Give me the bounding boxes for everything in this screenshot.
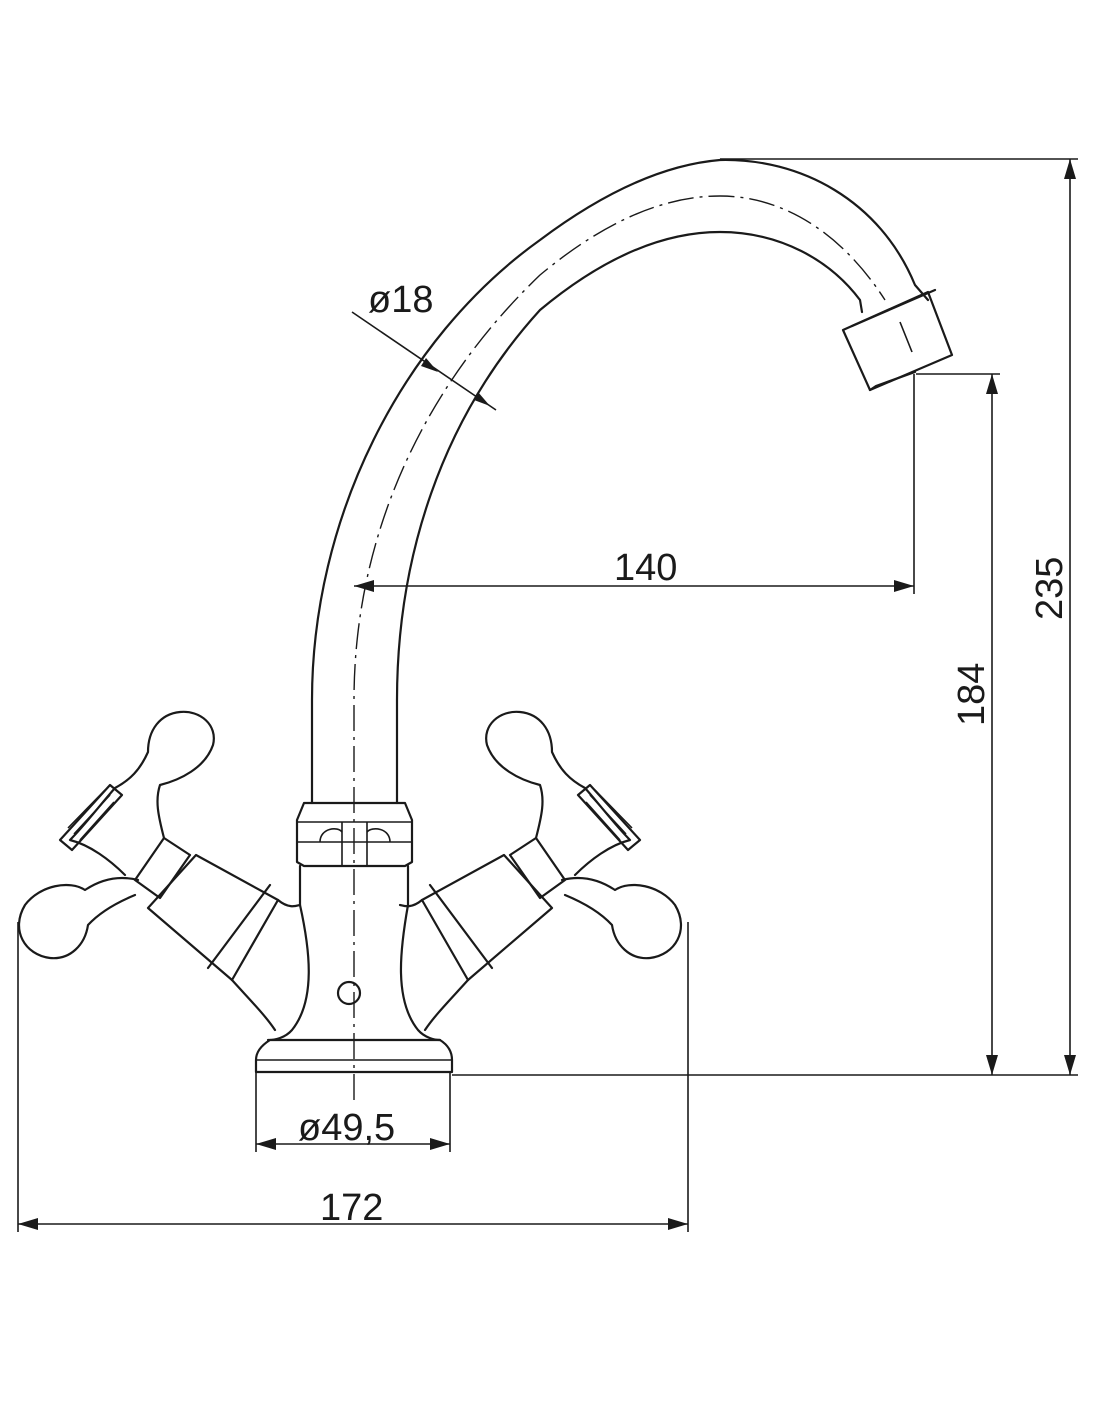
dim-spout-diameter: ø18 <box>351 279 497 411</box>
dim-outlet-height-label: 184 <box>951 663 993 726</box>
dim-spout-diameter-label: ø18 <box>368 279 433 321</box>
right-valve <box>398 836 567 1032</box>
dim-spout-reach: 140 <box>354 374 915 594</box>
dim-total-height: 235 <box>720 158 1078 1075</box>
dim-base-diameter-label: ø49,5 <box>298 1107 395 1149</box>
dim-total-height-label: 235 <box>1029 557 1071 620</box>
dim-outlet-height: 184 <box>916 373 1000 1075</box>
dim-spout-reach-label: 140 <box>614 547 677 589</box>
faucet-body <box>254 801 454 1074</box>
aerator <box>841 288 954 392</box>
dim-total-width-label: 172 <box>320 1187 383 1229</box>
left-valve <box>133 836 302 1032</box>
dim-total-width: 172 <box>17 922 689 1232</box>
right-cross-handle <box>485 710 683 960</box>
spout <box>310 158 930 1100</box>
dim-base-diameter: ø49,5 <box>255 1072 451 1152</box>
left-cross-handle <box>17 710 215 960</box>
